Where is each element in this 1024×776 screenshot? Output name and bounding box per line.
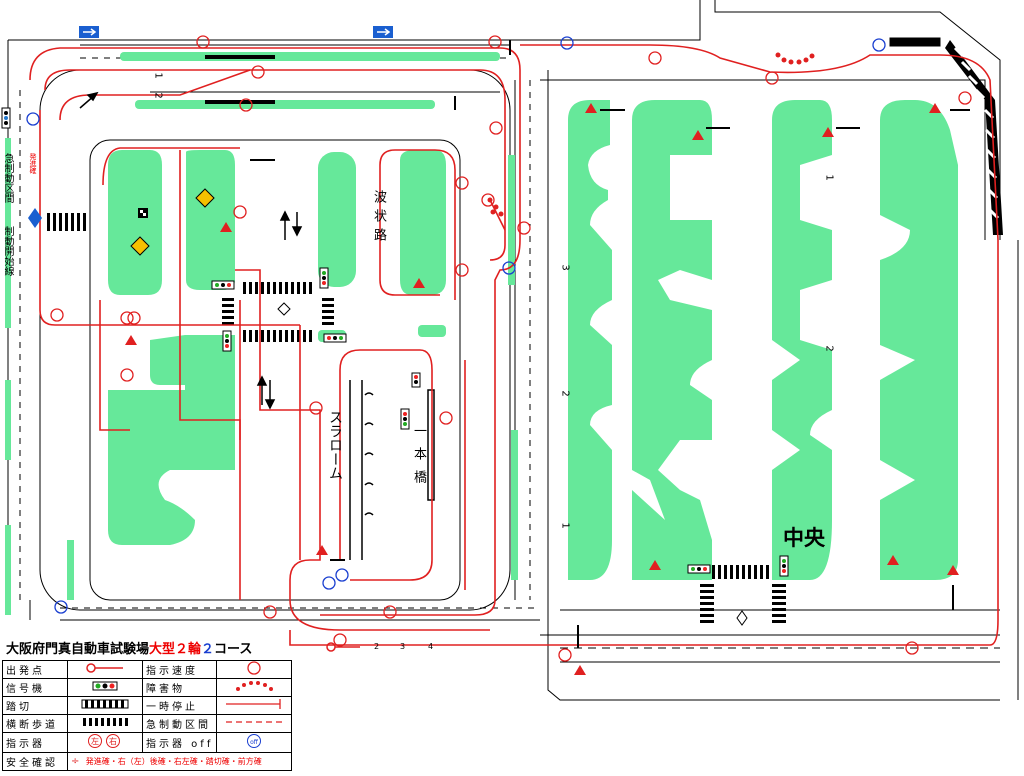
label-course-1-mid: 1 [823,174,835,181]
legend-name: 安全確認 [2,752,68,771]
scale-4: 4 [428,642,434,651]
brake-zone-icon [216,714,293,733]
crosswalk-icon [67,714,143,733]
label-chuo: 中央 [783,526,825,550]
legend-row: 出発点 指示速度 [2,660,293,679]
crossing-icon [67,696,143,715]
legend-name: 指示速度 [141,660,218,679]
speed-icon [216,660,293,679]
safety-icon: ÷ 発進確・右（左）後確・右左確・踏切確・前方確 [66,752,293,771]
label-course-2-mid: 2 [823,345,835,352]
title-course-number: ２ [201,642,215,657]
legend-name: 出発点 [2,660,68,679]
legend-row: 信号機 障害物 [2,678,293,697]
legend-table: 出発点 指示速度 信号機 障害物 踏切 一時停止 横断歩道 急制動区間 指示器 … [2,660,293,771]
title-course-type: 大型２輪 [149,642,202,657]
label-seido-kaishi: 制動開始線 [2,226,13,276]
indicator-right-text: 右 [109,736,117,746]
legend-name: 指示器 [2,732,68,753]
start-icon [67,660,143,679]
label-course-1-top: 1 [152,72,164,79]
safety-note: 発進確・右（左）後確・右左確・踏切確・前方確 [85,757,262,766]
label-hassha: 発進確 [29,153,37,174]
label-course-2-right: 2 [559,390,571,397]
stop-line-icon [216,696,293,715]
label-course-1-right: 1 [559,522,571,529]
title-prefix: 大阪府門真自動車試験場 [6,642,150,657]
legend-name: 踏切 [2,696,68,715]
label-ippon-bashi: 一本橋 [411,424,426,493]
legend-row: 踏切 一時停止 [2,696,293,715]
legend-name: 障害物 [141,678,218,697]
scale-3: 3 [400,642,406,651]
label-course-3-right: 3 [559,264,571,271]
legend-name: 一時停止 [141,696,218,715]
legend-name: 信号機 [2,678,68,697]
scale-2: 2 [374,642,380,651]
label-course-2-top: 2 [152,92,164,99]
legend-name: 指示器 off [141,732,218,753]
indicator-off-text: off [250,739,259,746]
page-title: 大阪府門真自動車試験場大型２輪２コース [6,638,252,657]
obstacle-icon [216,678,293,697]
indicator-left-text: 左 [91,736,99,746]
legend-row: 指示器 左右 指示器 off off [2,732,293,753]
indicator-off-icon: off [216,732,293,753]
title-suffix: コース [214,642,253,657]
legend-row: 安全確認 ÷ 発進確・右（左）後確・右左確・踏切確・前方確 [2,752,293,771]
legend-name: 横断歩道 [2,714,68,733]
indicator-icon: 左右 [67,732,143,753]
label-kyuseido-kukan: 急制動区間 [2,153,13,203]
signal-icon [67,678,143,697]
legend-name: 急制動区間 [141,714,218,733]
label-slalom: スラローム [327,410,343,480]
legend-row: 横断歩道 急制動区間 [2,714,293,733]
label-hajoro: 波状路 [371,190,386,247]
